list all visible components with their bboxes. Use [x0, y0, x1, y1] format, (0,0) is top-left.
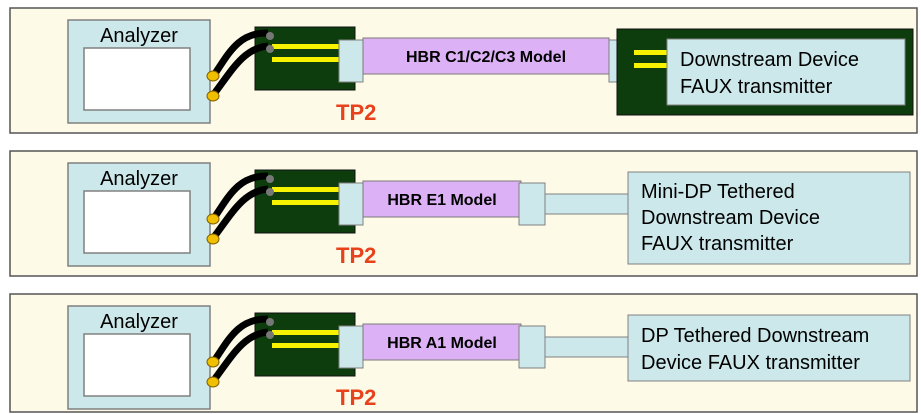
probe-tip: [266, 318, 274, 326]
signal-trace: [272, 44, 342, 49]
model-box: [362, 180, 522, 218]
analyzer-box: Analyzer: [67, 162, 211, 267]
probe-connector: [206, 376, 220, 388]
model-box: [362, 37, 610, 75]
analyzer-label: Analyzer: [100, 25, 178, 47]
setup-panel-c1c2c3: Analyzer TP2 HBR C1/C2/C3 Model: [9, 7, 918, 134]
probe-tip: [266, 45, 274, 53]
connector-right: [518, 182, 546, 226]
probe-tip: [266, 175, 274, 183]
device-label-line: Downstream Device: [680, 49, 859, 71]
probe-connector: [206, 356, 220, 368]
probe-cable: [211, 328, 269, 383]
probe-cable: [211, 172, 269, 221]
model-label: HBR A1 Model: [387, 335, 497, 352]
signal-trace: [272, 200, 342, 205]
analyzer-box: Analyzer: [67, 305, 211, 410]
device-label-line: Mini-DP Tethered: [641, 181, 795, 203]
setup-panel-a1: Analyzer TP2 HBR A1 Model DP Tethe: [9, 293, 918, 413]
analyzer-label: Analyzer: [100, 311, 178, 333]
analyzer-screen: [83, 333, 191, 397]
signal-trace: [272, 187, 342, 192]
connector-left: [338, 182, 364, 226]
probe-tip: [266, 188, 274, 196]
device-label-line: Downstream Device: [641, 207, 820, 229]
device-label-line: FAUX transmitter: [641, 233, 794, 255]
model-box: [362, 323, 522, 361]
probe-cable: [211, 29, 269, 78]
connector-left: [338, 39, 364, 83]
probe-connector: [206, 233, 220, 245]
signal-trace: [272, 330, 342, 335]
probe-connector: [206, 213, 220, 225]
analyzer-screen: [83, 190, 191, 254]
downstream-device: Downstream Device FAUX transmitter: [616, 28, 914, 116]
signal-trace: [634, 63, 674, 68]
downstream-device: DP Tethered Downstream Device FAUX trans…: [627, 314, 911, 382]
connector-left: [338, 325, 364, 369]
analyzer-label: Analyzer: [100, 168, 178, 190]
analyzer-screen: [83, 47, 191, 111]
tp2-label: TP2: [336, 243, 376, 268]
device-label-line: Device FAUX transmitter: [641, 352, 860, 374]
device-box: [627, 314, 911, 382]
probe-cables: [206, 315, 274, 388]
device-box: [666, 38, 906, 106]
channel-model: HBR E1 Model: [338, 180, 630, 226]
device-label-line: DP Tethered Downstream: [641, 325, 869, 347]
probe-connector: [206, 90, 220, 102]
connector-right: [518, 325, 546, 369]
probe-tip: [266, 32, 274, 40]
setup-panel-e1: Analyzer TP2 HBR E1 Model Mini-DP: [9, 150, 918, 277]
probe-tip: [266, 331, 274, 339]
probe-cables: [206, 172, 274, 245]
probe-cable: [211, 315, 269, 364]
device-label-line: FAUX transmitter: [680, 76, 833, 98]
signal-trace: [272, 57, 342, 62]
signal-trace: [272, 343, 342, 348]
tethered-cable: [544, 193, 630, 215]
tp2-label: TP2: [336, 100, 376, 125]
probe-cables: [206, 29, 274, 102]
tethered-cable: [544, 336, 630, 358]
probe-cable: [211, 185, 269, 240]
analyzer-box: Analyzer: [67, 19, 211, 124]
model-label: HBR E1 Model: [387, 192, 496, 209]
probe-cable: [211, 42, 269, 97]
signal-trace: [634, 50, 674, 55]
tp2-label: TP2: [336, 385, 376, 410]
probe-connector: [206, 70, 220, 82]
model-label: HBR C1/C2/C3 Model: [406, 49, 566, 66]
device-box: [627, 171, 911, 265]
downstream-device: Mini-DP Tethered Downstream Device FAUX …: [627, 171, 911, 265]
